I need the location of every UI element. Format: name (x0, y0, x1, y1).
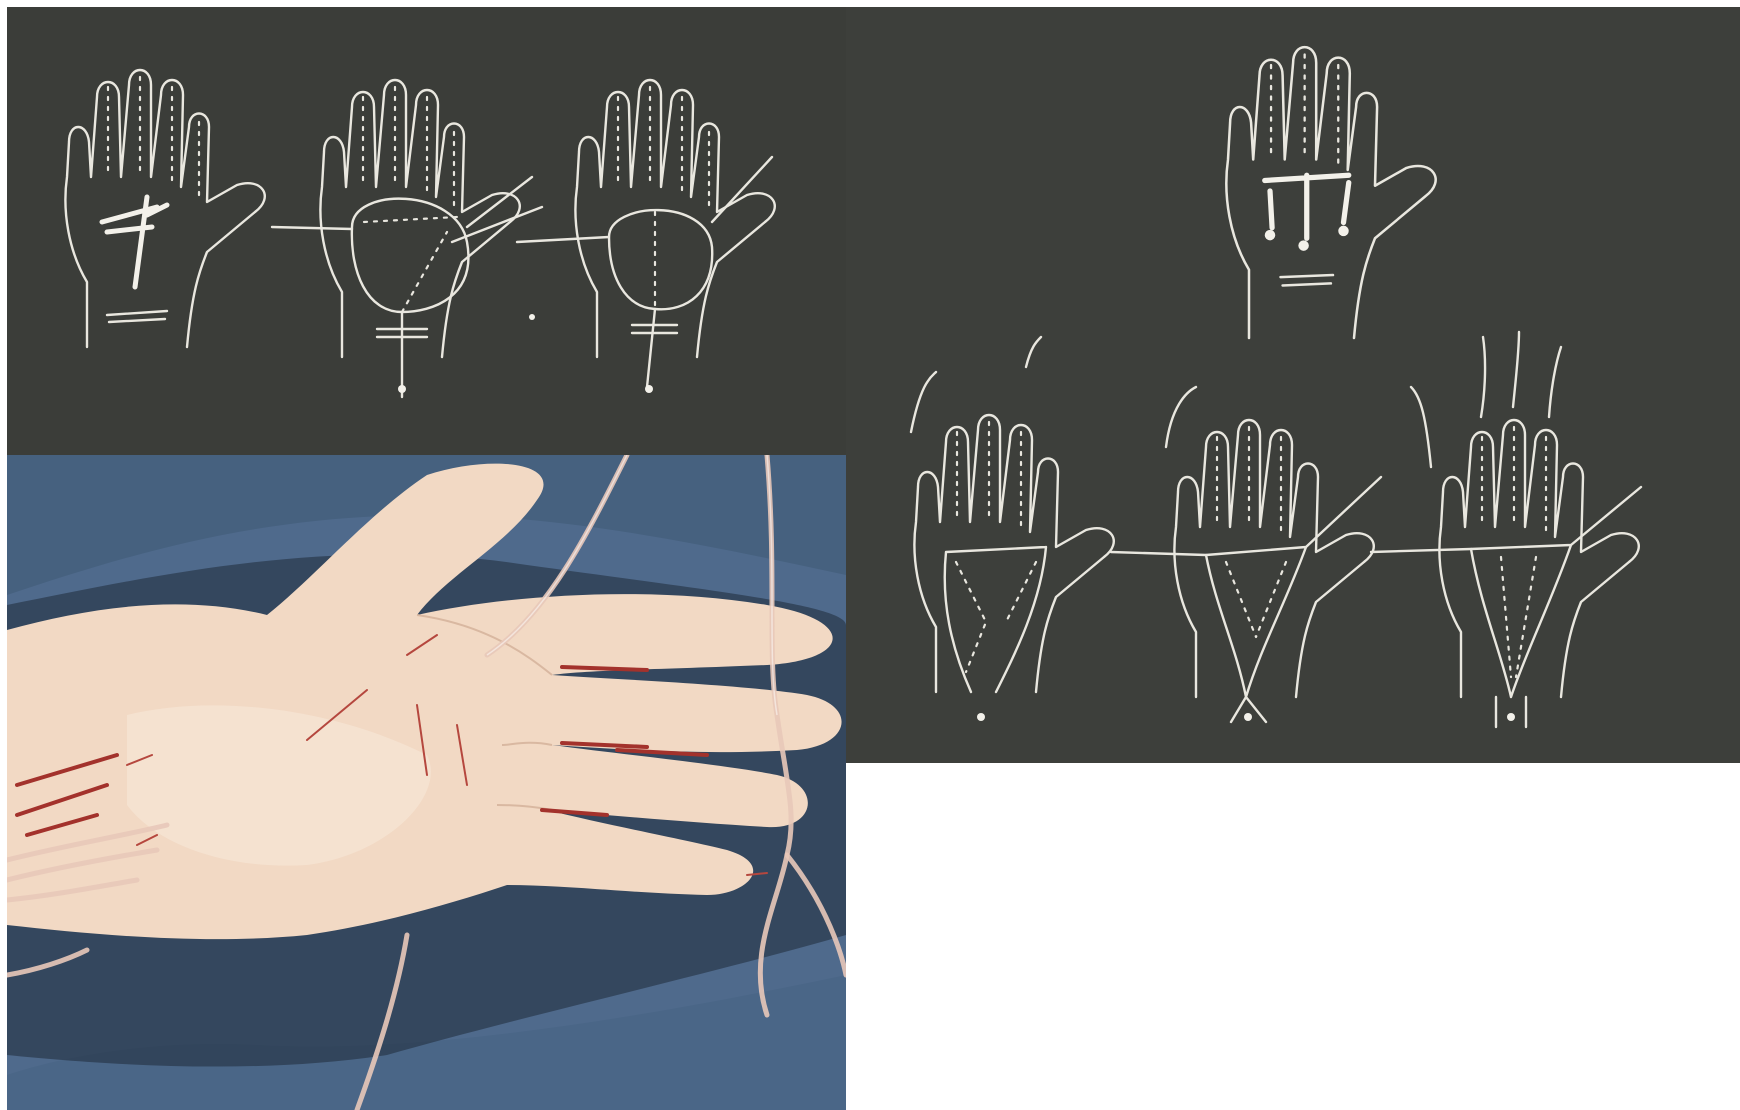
chalk-panel-top-left (7, 7, 846, 455)
hand-drawing-4 (1226, 47, 1435, 338)
chalk-panel-right (846, 7, 1740, 763)
hand-drawing-7 (1371, 332, 1641, 727)
hand-drawing-6 (1111, 387, 1381, 722)
chalk-drawing-set-2 (846, 7, 1740, 763)
hand-drawing-5 (911, 337, 1114, 721)
hand-drawing-3 (517, 80, 775, 393)
hand-drawing-1 (65, 70, 264, 347)
palm-photo-illustration (7, 455, 846, 1110)
hand-drawing-2 (272, 80, 542, 397)
clinical-photo-palm (7, 455, 846, 1110)
chalk-drawing-set-1 (7, 7, 846, 455)
